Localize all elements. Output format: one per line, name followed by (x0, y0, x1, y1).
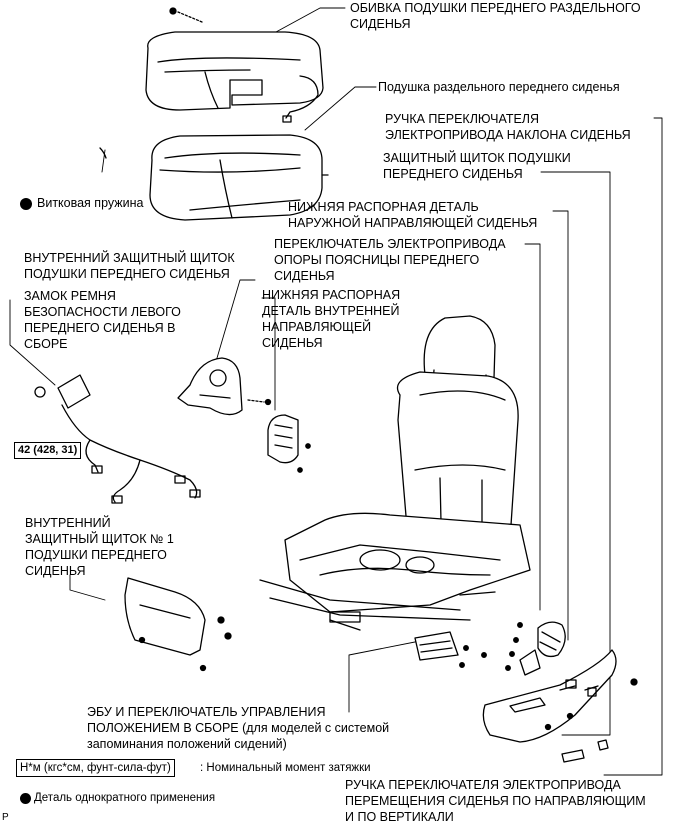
seat-frame (259, 512, 531, 631)
outer-shield-parts (482, 621, 638, 763)
label-recliner-knob: РУЧКА ПЕРЕКЛЮЧАТЕЛЯ ЭЛЕКТРОПРИВОДА НАКЛО… (385, 112, 631, 142)
torque-value: 42 (428, 31) (14, 442, 82, 459)
label-cushion-cover: ОБИВКА ПОДУШКИ ПЕРЕДНЕГО РАЗДЕЛЬНОГО СИД… (350, 1, 641, 31)
label-seat-belt-buckle: ЗАМОК РЕМНЯ БЕЗОПАСНОСТИ ЛЕВОГО ПЕРЕДНЕГ… (24, 289, 181, 351)
label-ecu-switch: ЭБУ И ПЕРЕКЛЮЧАТЕЛЬ УПРАВЛЕНИЯ ПОЛОЖЕНИЕ… (87, 705, 390, 751)
legend-torque-desc: : Номинальный момент затяжки (200, 762, 371, 774)
label-inner-rail-spacer: НИЖНЯЯ РАСПОРНАЯ ДЕТАЛЬ ВНУТРЕННЕЙ НАПРА… (262, 288, 401, 350)
legend-non-reusable: Деталь однократного применения (34, 792, 216, 804)
seat-belt-buckle (34, 374, 201, 504)
non-reusable-mark-icon (20, 198, 32, 210)
legend-torque-unit: Н*м (кгс*см, фунт-сила-фут) (16, 759, 175, 777)
inner-shield (177, 357, 272, 416)
corner-mark: P (2, 812, 9, 823)
coil-spring (99, 147, 107, 159)
label-cushion-shield: ЗАЩИТНЫЙ ЩИТОК ПОДУШКИ ПЕРЕДНЕГО СИДЕНЬЯ (383, 151, 571, 181)
label-coil-spring: Витковая пружина (37, 196, 144, 210)
label-inner-shield-no1: ВНУТРЕННИЙ ЗАЩИТНЫЙ ЩИТОК № 1 ПОДУШКИ ПЕ… (25, 516, 174, 578)
cushion-cover (145, 31, 324, 123)
label-outer-rail-spacer: НИЖНЯЯ РАСПОРНАЯ ДЕТАЛЬ НАРУЖНОЙ НАПРАВЛ… (288, 200, 538, 230)
ecu-switch-assy (414, 631, 487, 668)
label-slide-vertical-knob: РУЧКА ПЕРЕКЛЮЧАТЕЛЯ ЭЛЕКТРОПРИВОДА ПЕРЕМ… (345, 778, 646, 824)
label-cushion-pad: Подушка раздельного переднего сиденья (378, 80, 620, 94)
label-lumbar-switch: ПЕРЕКЛЮЧАТЕЛЬ ЭЛЕКТРОПРИВОДА ОПОРЫ ПОЯСН… (274, 237, 506, 283)
inner-shield-no1 (124, 577, 232, 672)
inner-rail-spacer (267, 414, 311, 473)
label-inner-shield: ВНУТРЕННИЙ ЗАЩИТНЫЙ ЩИТОК ПОДУШКИ ПЕРЕДН… (24, 251, 235, 281)
non-reusable-legend-icon (20, 793, 31, 804)
cushion-pad (149, 134, 329, 221)
